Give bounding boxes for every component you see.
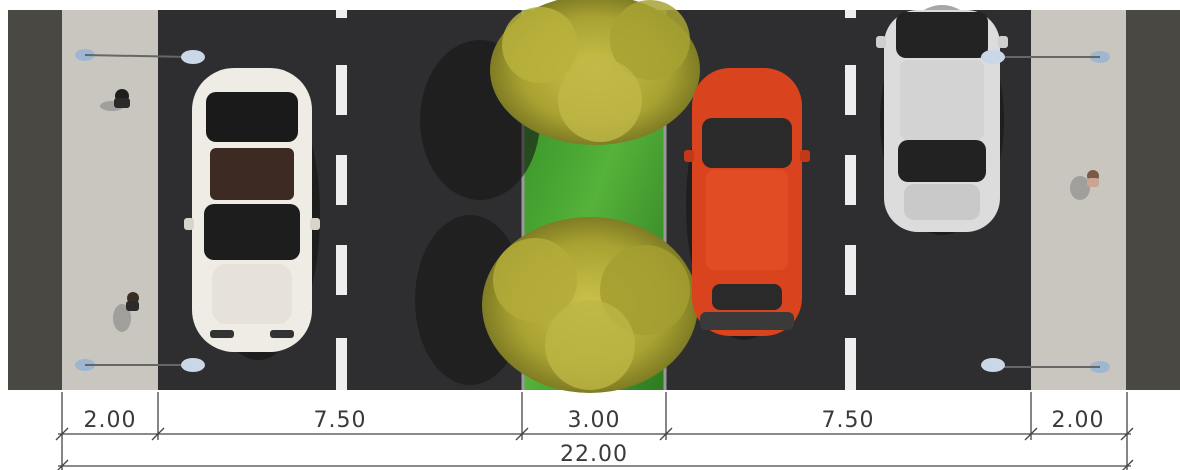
dimension-label-carriageway-left: 7.50 [314, 408, 367, 433]
pedestrian-icon [113, 292, 139, 332]
dimension-label-carriageway-right: 7.50 [822, 408, 875, 433]
dimension-label-sidewalk-right: 2.00 [1052, 408, 1105, 433]
dimension-label-sidewalk-left: 2.00 [84, 408, 137, 433]
car-icon [184, 68, 320, 360]
pedestrian-icon [1070, 170, 1099, 200]
tree-icon [482, 217, 698, 393]
building-edge-left [8, 10, 62, 390]
car-icon [876, 5, 1008, 235]
car-icon [684, 68, 810, 340]
sidewalk-left [62, 10, 158, 390]
lane-marking-right [845, 10, 856, 390]
sidewalk-right [1031, 10, 1126, 390]
tree-icon [490, 0, 700, 145]
building-edge-right [1126, 10, 1180, 390]
dimension-label-total: 22.00 [560, 442, 628, 467]
street-lamp-icon [981, 358, 1110, 373]
street-lamp-icon [75, 49, 205, 64]
lane-marking-left [336, 10, 347, 390]
dimension-lines [55, 392, 1134, 470]
pedestrian-icon [100, 89, 130, 111]
street-lamp-icon [981, 50, 1110, 64]
street-lamp-icon [75, 358, 205, 372]
dimension-label-median: 3.00 [568, 408, 621, 433]
